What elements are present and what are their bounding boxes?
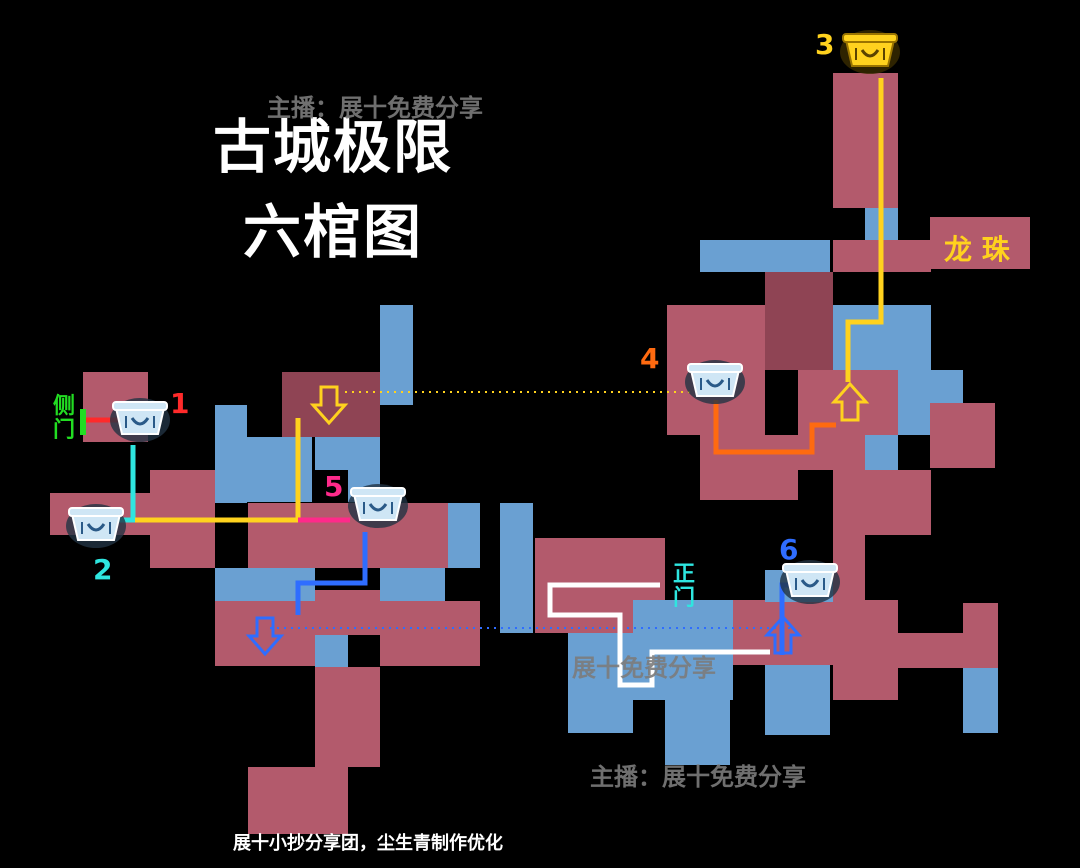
front-door-label: 正门 [672,562,695,611]
room-red [248,767,348,834]
down-arrow-icon [245,616,285,657]
room-red [833,600,898,700]
up-arrow-icon [763,614,803,655]
watermark-middle: 展十免费分享 [572,654,716,682]
down-arrow-icon [309,385,349,426]
room-blue [665,700,730,765]
room-red [833,470,931,535]
dragon-pearl-label: 龙 珠 [944,233,1010,266]
side-door-marker [80,409,86,435]
room-red [380,601,480,666]
coffin-number-3: 3 [815,28,835,61]
coffin-number-1: 1 [170,387,190,420]
coffin-icon [110,398,170,442]
room-blue [963,668,998,733]
room-blue [500,503,533,633]
room-red [930,217,1030,269]
rooms-layer [50,73,1030,834]
map-title-line1: 古城极限 [213,113,454,181]
room-red [248,503,448,568]
room-blue [380,568,445,601]
route-yellow [845,78,884,382]
room-blue [315,635,348,667]
watermark-bottom: 主播：展十免费分享 [590,763,806,791]
room-blue [700,240,830,272]
coffin-icon [348,484,408,528]
room-blue [865,435,898,470]
side-door-label: 侧门 [52,394,75,443]
up-arrow-icon [830,381,870,422]
room-red [315,667,380,767]
room-blue [215,405,247,503]
coffin-icon [840,30,900,74]
coffin-icon [685,360,745,404]
route-white [547,582,770,688]
room-red [833,73,898,208]
room-blue [315,437,348,470]
room-red [930,403,995,468]
route-blue [295,532,368,615]
room-red [765,272,833,370]
credit-text: 展十小抄分享团，尘生青制作优化 [233,833,503,854]
coffin-icon [66,504,126,548]
route-orange [713,400,836,455]
coffin-number-6: 6 [779,533,799,566]
coffin-number-2: 2 [93,553,113,586]
watermark-top: 主播：展十免费分享 [267,94,483,122]
room-blue [448,503,480,568]
coffin-number-4: 4 [640,342,660,375]
room-blue [247,437,312,502]
coffin-number-5: 5 [324,470,344,503]
coffin-icon [780,560,840,604]
room-red [898,633,963,668]
room-blue [380,305,413,405]
map-title-line2: 六棺图 [243,198,424,266]
room-red [963,603,998,668]
room-blue [765,665,830,735]
